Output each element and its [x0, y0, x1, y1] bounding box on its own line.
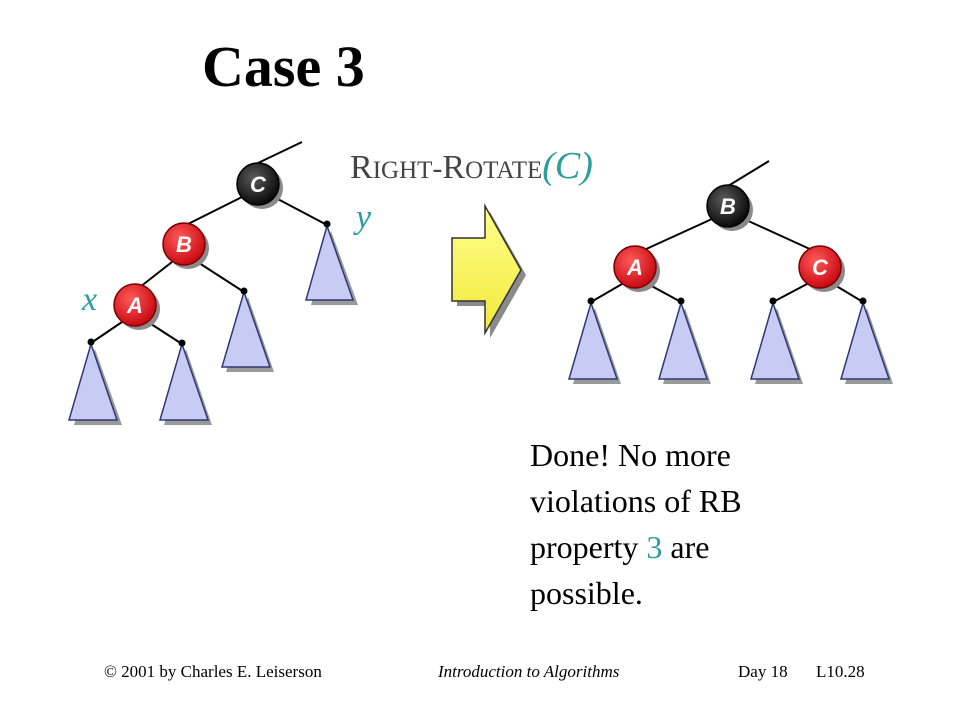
edge-c-y	[273, 196, 328, 226]
footer-slide-number: L10.28	[816, 662, 865, 681]
edge-b-sub	[195, 260, 245, 293]
conclusion-line-1: Done! No more	[530, 437, 731, 473]
right-subtree-3	[750, 297, 803, 384]
edge-b-c-right	[743, 218, 813, 251]
right-node-a-label: A	[626, 255, 643, 280]
edge-a-sub2-right	[647, 283, 682, 303]
left-node-b-label: B	[176, 232, 192, 257]
footer-copyright: © 2001 by Charles E. Leiserson	[104, 662, 322, 681]
label-x: x	[81, 281, 97, 318]
right-node-a: A	[613, 245, 660, 292]
left-subtree-a-right	[159, 339, 212, 425]
slide-title: Case 3	[202, 34, 365, 99]
edge-parent-c	[257, 141, 303, 164]
left-node-c-label: C	[250, 172, 267, 197]
right-subtree-1	[568, 297, 621, 384]
edge-a-sub1-right	[590, 283, 623, 303]
edge-parent-b	[727, 160, 770, 187]
property-number: 3	[646, 529, 663, 565]
right-tree: B A C	[568, 160, 893, 384]
left-subtree-y	[305, 220, 358, 305]
conclusion-text: Done! No more violations of RB property …	[530, 432, 860, 616]
right-node-c: C	[798, 245, 845, 292]
left-node-a: A	[113, 283, 160, 330]
edge-a-sub1	[90, 321, 123, 344]
edge-a-sub2	[147, 321, 183, 345]
operation-label: RIGHT-ROTATE(C)	[350, 145, 593, 187]
left-tree: C B A x y	[68, 141, 372, 425]
slide-footer: © 2001 by Charles E. Leiserson Introduct…	[0, 662, 960, 684]
footer-course: Introduction to Algorithms	[438, 662, 620, 681]
right-node-b-label: B	[720, 194, 736, 219]
right-node-b: B	[706, 184, 753, 231]
right-subtree-2	[658, 297, 711, 384]
left-subtree-a-left	[68, 338, 122, 425]
label-y: y	[353, 199, 372, 236]
edge-c-sub1-right	[772, 283, 808, 303]
edge-c-sub2-right	[832, 283, 864, 303]
conclusion-line-3: property 3 are	[530, 529, 710, 565]
conclusion-line-4: possible.	[530, 575, 643, 611]
left-node-b: B	[162, 222, 209, 269]
edge-b-a-right	[643, 218, 713, 251]
right-subtree-4	[840, 297, 893, 384]
edge-c-b	[183, 196, 243, 227]
right-node-c-label: C	[812, 255, 829, 280]
left-node-a-label: A	[126, 293, 143, 318]
left-node-c: C	[236, 162, 283, 209]
footer-day: Day 18	[738, 662, 788, 681]
left-subtree-b-right	[220, 287, 274, 372]
conclusion-line-2: violations of RB	[530, 483, 742, 519]
transform-arrow	[451, 203, 526, 338]
edge-b-a	[139, 261, 173, 288]
